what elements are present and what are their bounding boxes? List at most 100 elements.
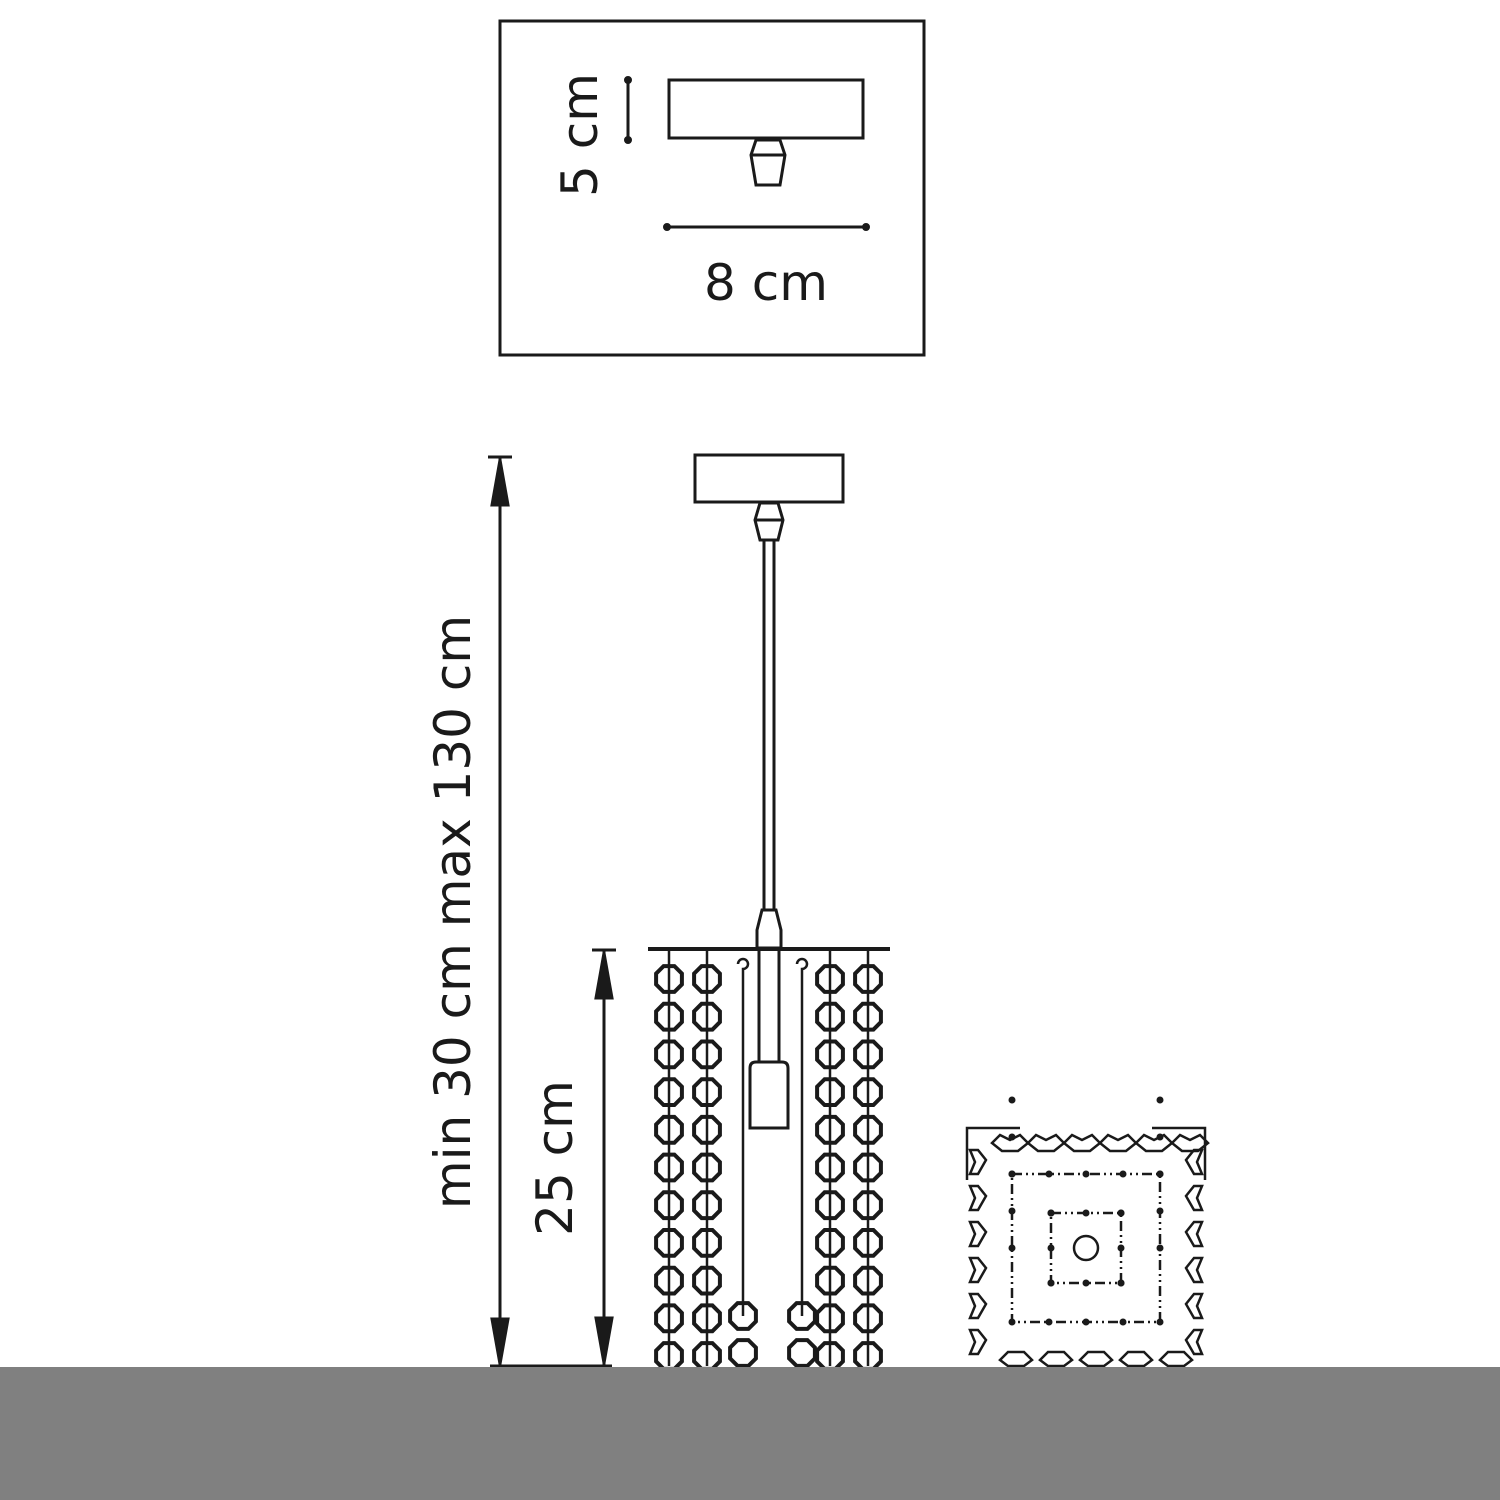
crystal-octagon (692, 1265, 722, 1296)
pin-dot (1082, 1318, 1090, 1326)
crystal-octagon (654, 1077, 684, 1107)
crystal-chevron (1026, 1133, 1066, 1153)
crystal-octagon (692, 1039, 722, 1070)
ceiling-canopy (693, 453, 845, 504)
top-view (965, 1096, 1210, 1368)
crystal-chevron (968, 1220, 988, 1248)
crystal-octagon (728, 1338, 758, 1368)
top-view-corner (965, 1126, 1207, 1180)
crystal-chevron (1098, 1133, 1138, 1153)
crystal-octagon (853, 1152, 883, 1183)
crystal-chevron (968, 1256, 988, 1284)
crystal-octagon (692, 1303, 722, 1334)
pin-dot (1008, 1318, 1016, 1326)
crystal-chevron (1134, 1133, 1174, 1153)
crystal-octagon (815, 1190, 845, 1221)
crystal-chevron (1118, 1350, 1154, 1368)
lamp-socket (748, 1060, 790, 1130)
crystal-octagon (815, 1228, 845, 1258)
crystal-chevron (968, 1292, 988, 1320)
detail-canopy (667, 78, 865, 140)
crystal-octagon (654, 1303, 684, 1334)
crystal-chevron (968, 1184, 988, 1212)
crystal-octagon (853, 1001, 883, 1032)
crystal-chevron (1078, 1350, 1114, 1368)
suspension-rod (762, 538, 776, 912)
pin-dot (1156, 1207, 1164, 1215)
crystal-octagon (728, 1301, 758, 1331)
pin-dot (1119, 1318, 1127, 1326)
top-view-crystal-border (968, 1133, 1210, 1368)
crystal-chevron (1184, 1292, 1204, 1320)
detail-height-label: 5 cm (551, 73, 609, 197)
crystal-octagon (815, 1077, 845, 1107)
pin-dot (1047, 1279, 1055, 1287)
pin-dot (1047, 1244, 1055, 1252)
crystal-octagon (853, 1190, 883, 1221)
total-height-label: min 30 cm max 130 cm (424, 615, 482, 1209)
crystal-octagon (853, 1077, 883, 1107)
crystal-octagon (853, 1303, 883, 1334)
pendant-lamp (648, 453, 890, 1371)
detail-frame (498, 19, 926, 357)
pin-dot (1082, 1170, 1090, 1178)
pin-dot (1117, 1209, 1125, 1217)
crystal-chevron (1184, 1328, 1204, 1356)
crystal-chevron (1184, 1148, 1204, 1176)
crystal-strands (654, 949, 883, 1371)
crystal-octagon (787, 1301, 817, 1331)
crystal-octagon (692, 1152, 722, 1183)
crystal-octagon (692, 1190, 722, 1221)
crystal-octagon (815, 1152, 845, 1183)
crystal-chevron (1184, 1256, 1204, 1284)
pin-dot (1156, 1318, 1164, 1326)
drop-strand (736, 957, 750, 1316)
pin-dot (1156, 1096, 1164, 1104)
top-view-center (1072, 1234, 1100, 1262)
pin-dot (1117, 1279, 1125, 1287)
shade-height-label: 25 cm (526, 1080, 584, 1236)
bottom-connector (755, 908, 783, 950)
pin-dot (1119, 1170, 1127, 1178)
detail-width-label: 8 cm (704, 254, 828, 312)
detail-connector (749, 138, 787, 187)
crystal-octagon (692, 1228, 722, 1258)
mount-detail-panel: 5 cm 8 cm (498, 19, 926, 357)
crystal-chevron (968, 1148, 988, 1176)
pin-dot (1008, 1170, 1016, 1178)
crystal-chevron (968, 1328, 988, 1356)
crystal-octagon (815, 1001, 845, 1032)
crystal-octagon (654, 1001, 684, 1032)
drop-strand (795, 957, 809, 1316)
crystal-octagon (815, 964, 845, 994)
total-height-dimension (488, 455, 612, 1368)
pin-dot (1008, 1244, 1016, 1252)
crystal-octagon (815, 1039, 845, 1070)
crystal-chevron (1062, 1133, 1102, 1153)
crystal-octagon (654, 964, 684, 994)
crystal-octagon (787, 1338, 817, 1368)
crystal-chevron (1158, 1350, 1194, 1368)
crystal-octagon (692, 964, 722, 994)
top-connector (753, 501, 785, 542)
crystal-octagon (692, 1001, 722, 1032)
crystal-octagon (853, 964, 883, 994)
crystal-octagon (654, 1039, 684, 1070)
pin-dot (1156, 1133, 1164, 1141)
pin-dot (1045, 1318, 1053, 1326)
crystal-octagon (654, 1114, 684, 1145)
pin-dot (1082, 1209, 1090, 1217)
pin-dot (1008, 1096, 1016, 1104)
crystal-octagon (853, 1265, 883, 1296)
crystal-chevron (1184, 1220, 1204, 1248)
crystal-chevron (1038, 1350, 1074, 1368)
crystal-octagon (654, 1228, 684, 1258)
crystal-octagon (815, 1114, 845, 1145)
shade-height-dimension (592, 948, 616, 1366)
pin-dot (1008, 1207, 1016, 1215)
pin-dot (1117, 1244, 1125, 1252)
crystal-octagon (853, 1228, 883, 1258)
top-view-outer-ring (1010, 1172, 1162, 1324)
